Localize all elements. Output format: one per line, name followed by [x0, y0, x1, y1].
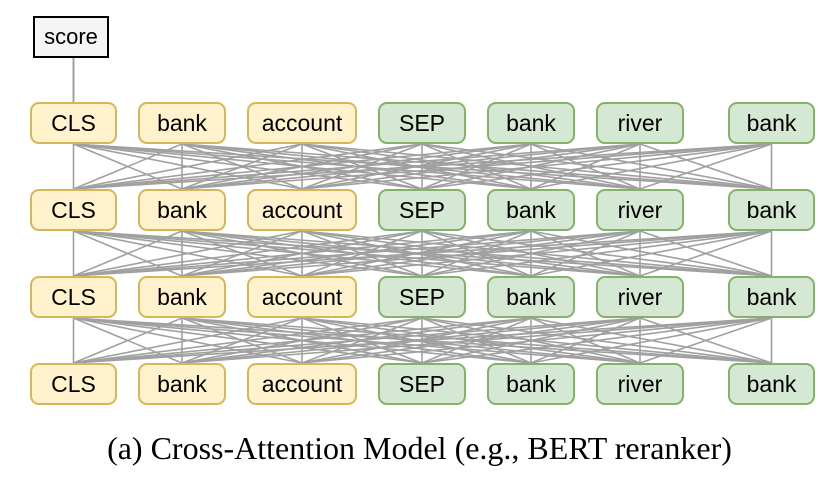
attention-line [73, 317, 641, 364]
attention-line [421, 317, 772, 364]
attention-line [73, 230, 772, 277]
attention-line [73, 317, 183, 364]
attention-line [639, 230, 772, 277]
query-token-bank: bank [138, 276, 226, 318]
attention-line [639, 317, 772, 364]
attention-line [301, 317, 772, 364]
attention-line [301, 230, 772, 277]
attention-line [73, 230, 183, 277]
query-token-account: account [247, 189, 357, 231]
query-token-cls: CLS [30, 189, 117, 231]
attention-line [639, 143, 772, 190]
attention-line [73, 143, 772, 190]
query-token-cls: CLS [30, 276, 117, 318]
query-token-cls: CLS [30, 102, 117, 144]
document-token-river: river [596, 276, 684, 318]
attention-line [73, 143, 303, 190]
document-token-river: river [596, 363, 684, 405]
attention-line [73, 230, 423, 277]
attention-line [301, 143, 772, 190]
document-token-bank: bank [728, 102, 815, 144]
attention-line [73, 143, 532, 190]
document-token-sep: SEP [378, 189, 466, 231]
attention-line [421, 143, 772, 190]
attention-line [73, 317, 423, 364]
attention-line [530, 317, 641, 364]
attention-line [73, 143, 423, 190]
attention-line [421, 230, 772, 277]
query-token-cls: CLS [30, 363, 117, 405]
attention-line [530, 143, 641, 190]
query-token-bank: bank [138, 363, 226, 405]
figure-caption: (a) Cross-Attention Model (e.g., BERT re… [107, 430, 732, 466]
attention-line [73, 317, 772, 364]
document-token-river: river [596, 189, 684, 231]
attention-line [73, 230, 532, 277]
query-token-account: account [247, 276, 357, 318]
score-box: score [33, 16, 109, 58]
document-token-sep: SEP [378, 276, 466, 318]
document-token-river: river [596, 102, 684, 144]
attention-line [530, 230, 772, 277]
attention-line [73, 230, 641, 277]
attention-line [73, 317, 303, 364]
attention-line [73, 143, 641, 190]
document-token-bank: bank [728, 276, 815, 318]
attention-line [73, 230, 303, 277]
document-token-bank: bank [487, 363, 575, 405]
attention-line [181, 143, 772, 190]
document-token-bank: bank [728, 363, 815, 405]
query-token-account: account [247, 102, 357, 144]
query-token-bank: bank [138, 102, 226, 144]
attention-line [73, 317, 532, 364]
document-token-bank: bank [728, 189, 815, 231]
attention-line [73, 143, 183, 190]
attention-line [530, 317, 772, 364]
document-token-bank: bank [487, 189, 575, 231]
query-token-account: account [247, 363, 357, 405]
document-token-bank: bank [487, 276, 575, 318]
document-token-bank: bank [487, 102, 575, 144]
document-token-sep: SEP [378, 363, 466, 405]
attention-line [530, 230, 641, 277]
attention-line [530, 143, 772, 190]
query-token-bank: bank [138, 189, 226, 231]
attention-line [181, 230, 772, 277]
document-token-sep: SEP [378, 102, 466, 144]
attention-line [181, 317, 772, 364]
